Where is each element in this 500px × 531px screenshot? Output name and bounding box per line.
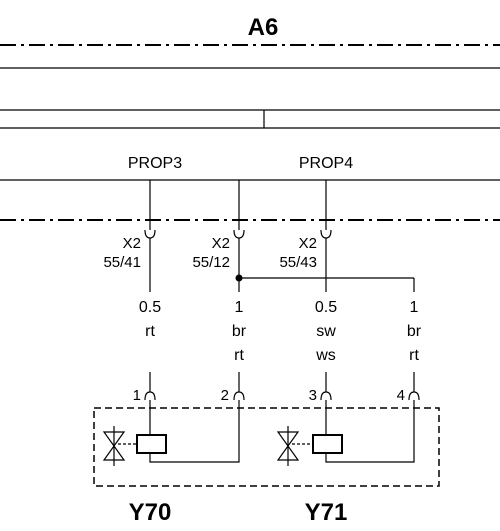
connector-label-2: X2 xyxy=(212,235,230,252)
module-label: A6 xyxy=(248,14,279,41)
connector-ref-3: 55/43 xyxy=(279,254,317,271)
connector-ref-2: 55/12 xyxy=(192,254,230,271)
pin-symbol-1 xyxy=(144,391,156,401)
coil-y71 xyxy=(312,434,343,454)
pin-symbol-3 xyxy=(320,391,332,401)
pin-number-3: 3 xyxy=(309,387,317,404)
wire-1-color: rt xyxy=(145,323,155,340)
connector-x2-pin-55-41 xyxy=(144,229,156,239)
connector-x2-pin-55-12 xyxy=(233,229,245,239)
signal-prop4: PROP4 xyxy=(299,155,353,172)
connector-label-1: X2 xyxy=(123,235,141,252)
wire-4-stripe: rt xyxy=(409,347,419,364)
connector-label-3: X2 xyxy=(299,235,317,252)
junction-dot xyxy=(235,274,243,282)
pin-symbol-2 xyxy=(233,391,245,401)
pin-symbol-4 xyxy=(408,391,420,401)
coil-y70-lead-b xyxy=(149,400,240,463)
component-label-y71: Y71 xyxy=(305,499,348,526)
wire-3-stripe: ws xyxy=(315,347,336,364)
valve-icon-y70 xyxy=(102,426,137,466)
component-label-y70: Y70 xyxy=(129,499,172,526)
component-housing xyxy=(93,407,440,487)
pin-number-4: 4 xyxy=(397,387,405,404)
wire-1-size: 0.5 xyxy=(139,299,161,316)
coil-y70 xyxy=(136,434,167,454)
wire-3-color: sw xyxy=(316,323,336,340)
wire-2-stripe: rt xyxy=(234,347,244,364)
pin-number-2: 2 xyxy=(221,387,229,404)
wire-4-color: br xyxy=(407,323,422,340)
pin-number-1: 1 xyxy=(133,387,141,404)
signal-prop3: PROP3 xyxy=(128,155,182,172)
coil-y71-lead-b xyxy=(325,400,415,463)
wire-2-color: br xyxy=(232,323,247,340)
wire-4-size: 1 xyxy=(410,299,419,316)
wire-2-size: 1 xyxy=(235,299,244,316)
valve-icon-y71 xyxy=(276,426,313,466)
connector-x2-pin-55-43 xyxy=(320,229,332,239)
wire-3-size: 0.5 xyxy=(315,299,337,316)
connector-ref-1: 55/41 xyxy=(103,254,141,271)
